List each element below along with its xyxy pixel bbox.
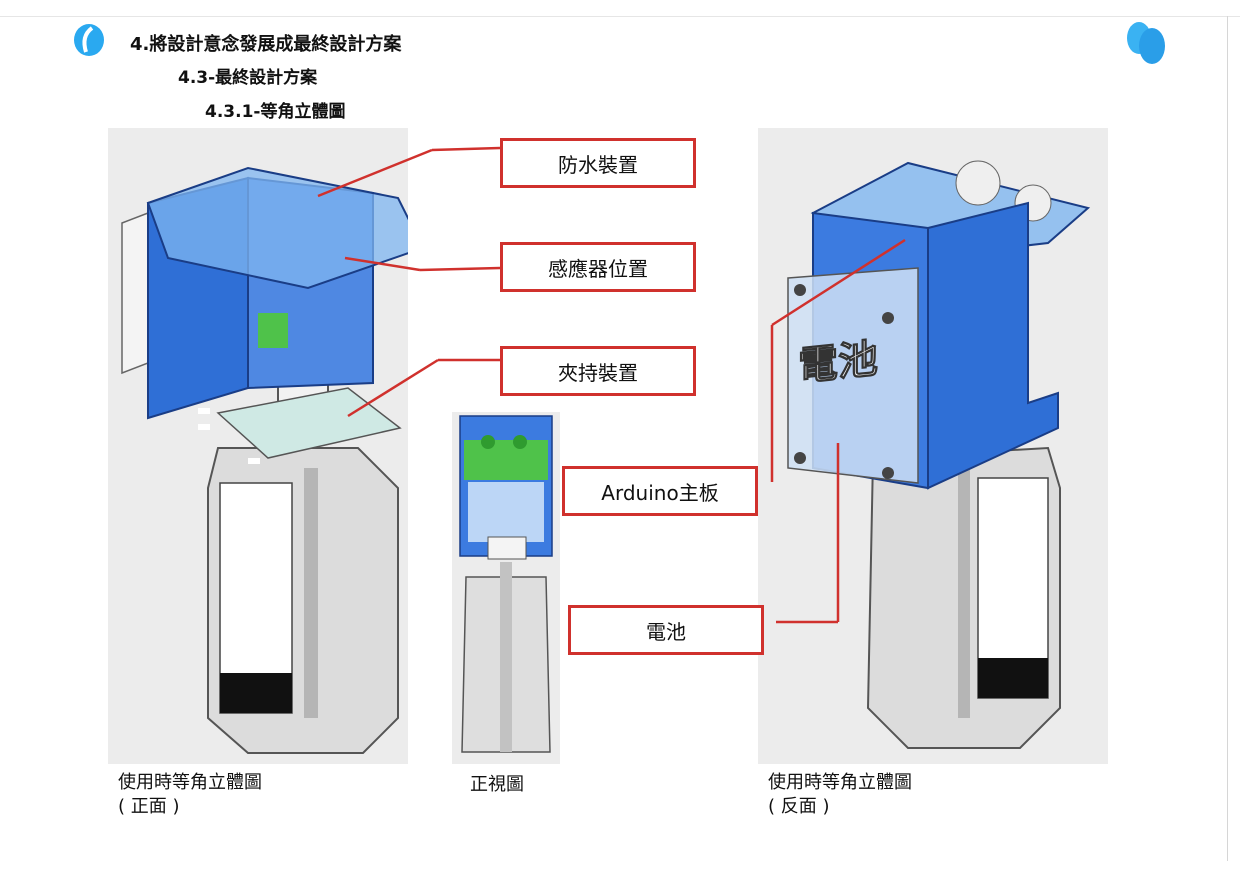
label-battery: 電池 [568,605,764,655]
battery-plate-text: 電池 [798,335,879,391]
front-view-render [452,412,560,764]
left-logo-icon [74,24,104,56]
right-logo-icon [1127,22,1165,64]
caption-back-iso-2: ( 反面 ) [768,796,830,817]
label-waterproof: 防水裝置 [500,138,696,188]
label-clamp: 夾持裝置 [500,346,696,396]
label-arduino: Arduino主板 [562,466,758,516]
subsubsection-heading: 4.3.1-等角立體圖 [205,102,346,122]
subsection-heading: 4.3-最終設計方案 [178,68,318,88]
caption-front-view: 正視圖 [470,774,524,795]
right-rule [1227,16,1228,861]
caption-front-iso-1: 使用時等角立體圖 [118,772,262,793]
label-sensor: 感應器位置 [500,242,696,292]
caption-front-iso-2: ( 正面 ) [118,796,180,817]
back-isometric-render: 電池 [758,128,1108,764]
top-rule [0,16,1240,17]
section-heading: 4.將設計意念發展成最終設計方案 [130,34,402,55]
caption-back-iso-1: 使用時等角立體圖 [768,772,912,793]
front-isometric-render [108,128,408,764]
